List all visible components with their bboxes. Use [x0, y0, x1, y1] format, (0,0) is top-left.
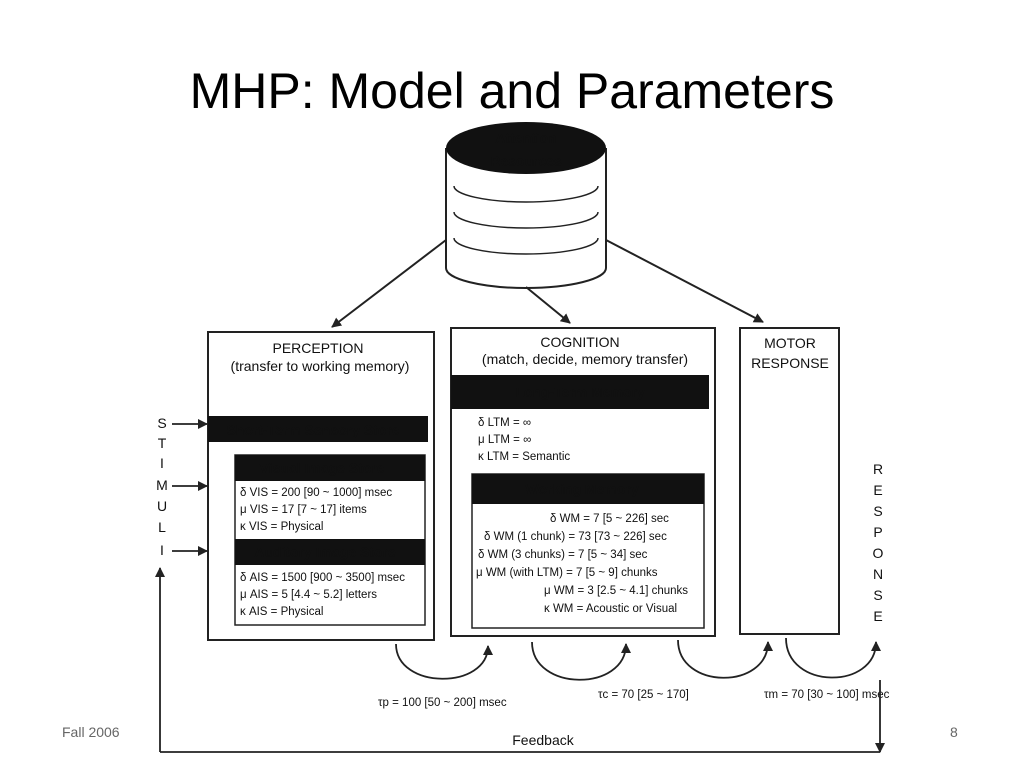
- response-letter: S: [873, 503, 882, 519]
- response-letter: R: [873, 461, 883, 477]
- visual-image-store-header: Visual Image Store: [259, 460, 384, 476]
- short-term-sensory-store-header: Short-Term Sensory Store: [226, 422, 399, 438]
- ais-param-code: κ AIS = Physical: [240, 606, 323, 618]
- response-letter: P: [873, 524, 882, 540]
- perception-box: PERCEPTION (transfer to working memory) …: [207, 331, 435, 641]
- perception-title: PERCEPTION: [272, 340, 363, 356]
- working-memory-header: Working Memory: [525, 481, 639, 497]
- ais-param-capacity: μ AIS = 5 [4.4 ~ 5.2] letters: [240, 589, 377, 601]
- vis-param-capacity: μ VIS = 17 [7 ~ 17] items: [240, 504, 367, 516]
- response-letter: O: [873, 545, 884, 561]
- motor-response-box: MOTOR RESPONSE: [739, 327, 840, 635]
- response-output-loop: [785, 637, 881, 679]
- stimuli-letter: I: [160, 542, 164, 558]
- ltm-param-decay: δ LTM = ∞: [478, 417, 531, 429]
- arrow-to-perception: [331, 239, 447, 328]
- wm-param-decay-3-chunks: δ WM (3 chunks) = 7 [5 ~ 34] sec: [478, 549, 648, 561]
- cognitive-cycle-time: τc = 70 [25 ~ 170]: [598, 689, 689, 701]
- stimuli-letter: M: [156, 477, 168, 493]
- ltm-param-capacity: μ LTM = ∞: [478, 434, 531, 446]
- stimuli-letter: T: [158, 435, 167, 451]
- wm-param-capacity-with-ltm: μ WM (with LTM) = 7 [5 ~ 9] chunks: [476, 567, 658, 579]
- ais-param-decay: δ AIS = 1500 [900 ~ 3500] msec: [240, 572, 405, 584]
- motor-cycle-time: τm = 70 [30 ~ 100] msec: [764, 689, 890, 701]
- perceptual-cycle-loop: [395, 643, 493, 680]
- wm-param-decay: δ WM = 7 [5 ~ 226] sec: [550, 513, 669, 525]
- wm-param-code: κ WM = Acoustic or Visual: [544, 603, 677, 615]
- wm-param-decay-1-chunk: δ WM (1 chunk) = 73 [73 ~ 226] sec: [484, 531, 667, 543]
- motor-title-line2: RESPONSE: [751, 355, 829, 371]
- cognitive-cycle-loop: [531, 641, 631, 681]
- stimuli-letter: S: [157, 415, 166, 431]
- perception-subtitle: (transfer to working memory): [231, 358, 410, 374]
- attention-label-line1: Attention: [495, 130, 556, 146]
- response-letter: S: [873, 587, 882, 603]
- stimuli-letter: L: [158, 519, 166, 535]
- response-letter: E: [873, 608, 882, 624]
- vis-param-decay: δ VIS = 200 [90 ~ 1000] msec: [240, 487, 392, 499]
- page-number: 8: [950, 724, 958, 740]
- arrow-to-cognition: [525, 286, 571, 324]
- cognition-box: COGNITION (match, decide, memory transfe…: [450, 327, 716, 637]
- response-label: R E S P O N S E: [873, 461, 884, 624]
- stimuli-letter: U: [157, 498, 167, 514]
- motor-title-line1: MOTOR: [764, 335, 816, 351]
- motor-cycle-loop: [677, 639, 773, 679]
- response-letter: N: [873, 566, 883, 582]
- slide-title: MHP: Model and Parameters: [189, 63, 835, 119]
- feedback-label: Feedback: [512, 732, 574, 748]
- response-letter: E: [873, 482, 882, 498]
- cognition-subtitle: (match, decide, memory transfer): [482, 351, 688, 367]
- attention-resources-cylinder: Attention Resources: [445, 122, 607, 289]
- stimuli-letter: I: [160, 455, 164, 471]
- perceptual-cycle-time: τp = 100 [50 ~ 200] msec: [378, 697, 507, 709]
- wm-param-capacity: μ WM = 3 [2.5 ~ 4.1] chunks: [544, 585, 688, 597]
- cognition-title: COGNITION: [540, 334, 619, 350]
- auditory-image-store-header: Auditory Image Store: [254, 544, 396, 560]
- vis-param-code: κ VIS = Physical: [240, 521, 323, 533]
- footer-date: Fall 2006: [62, 724, 120, 740]
- stimuli-label: S T I M U L I: [156, 415, 168, 558]
- long-term-memory-header: Long-Term Memory: [515, 384, 645, 400]
- attention-label-line2: Resources: [490, 153, 562, 169]
- ltm-param-code: κ LTM = Semantic: [478, 451, 570, 463]
- arrow-to-motor: [605, 239, 764, 323]
